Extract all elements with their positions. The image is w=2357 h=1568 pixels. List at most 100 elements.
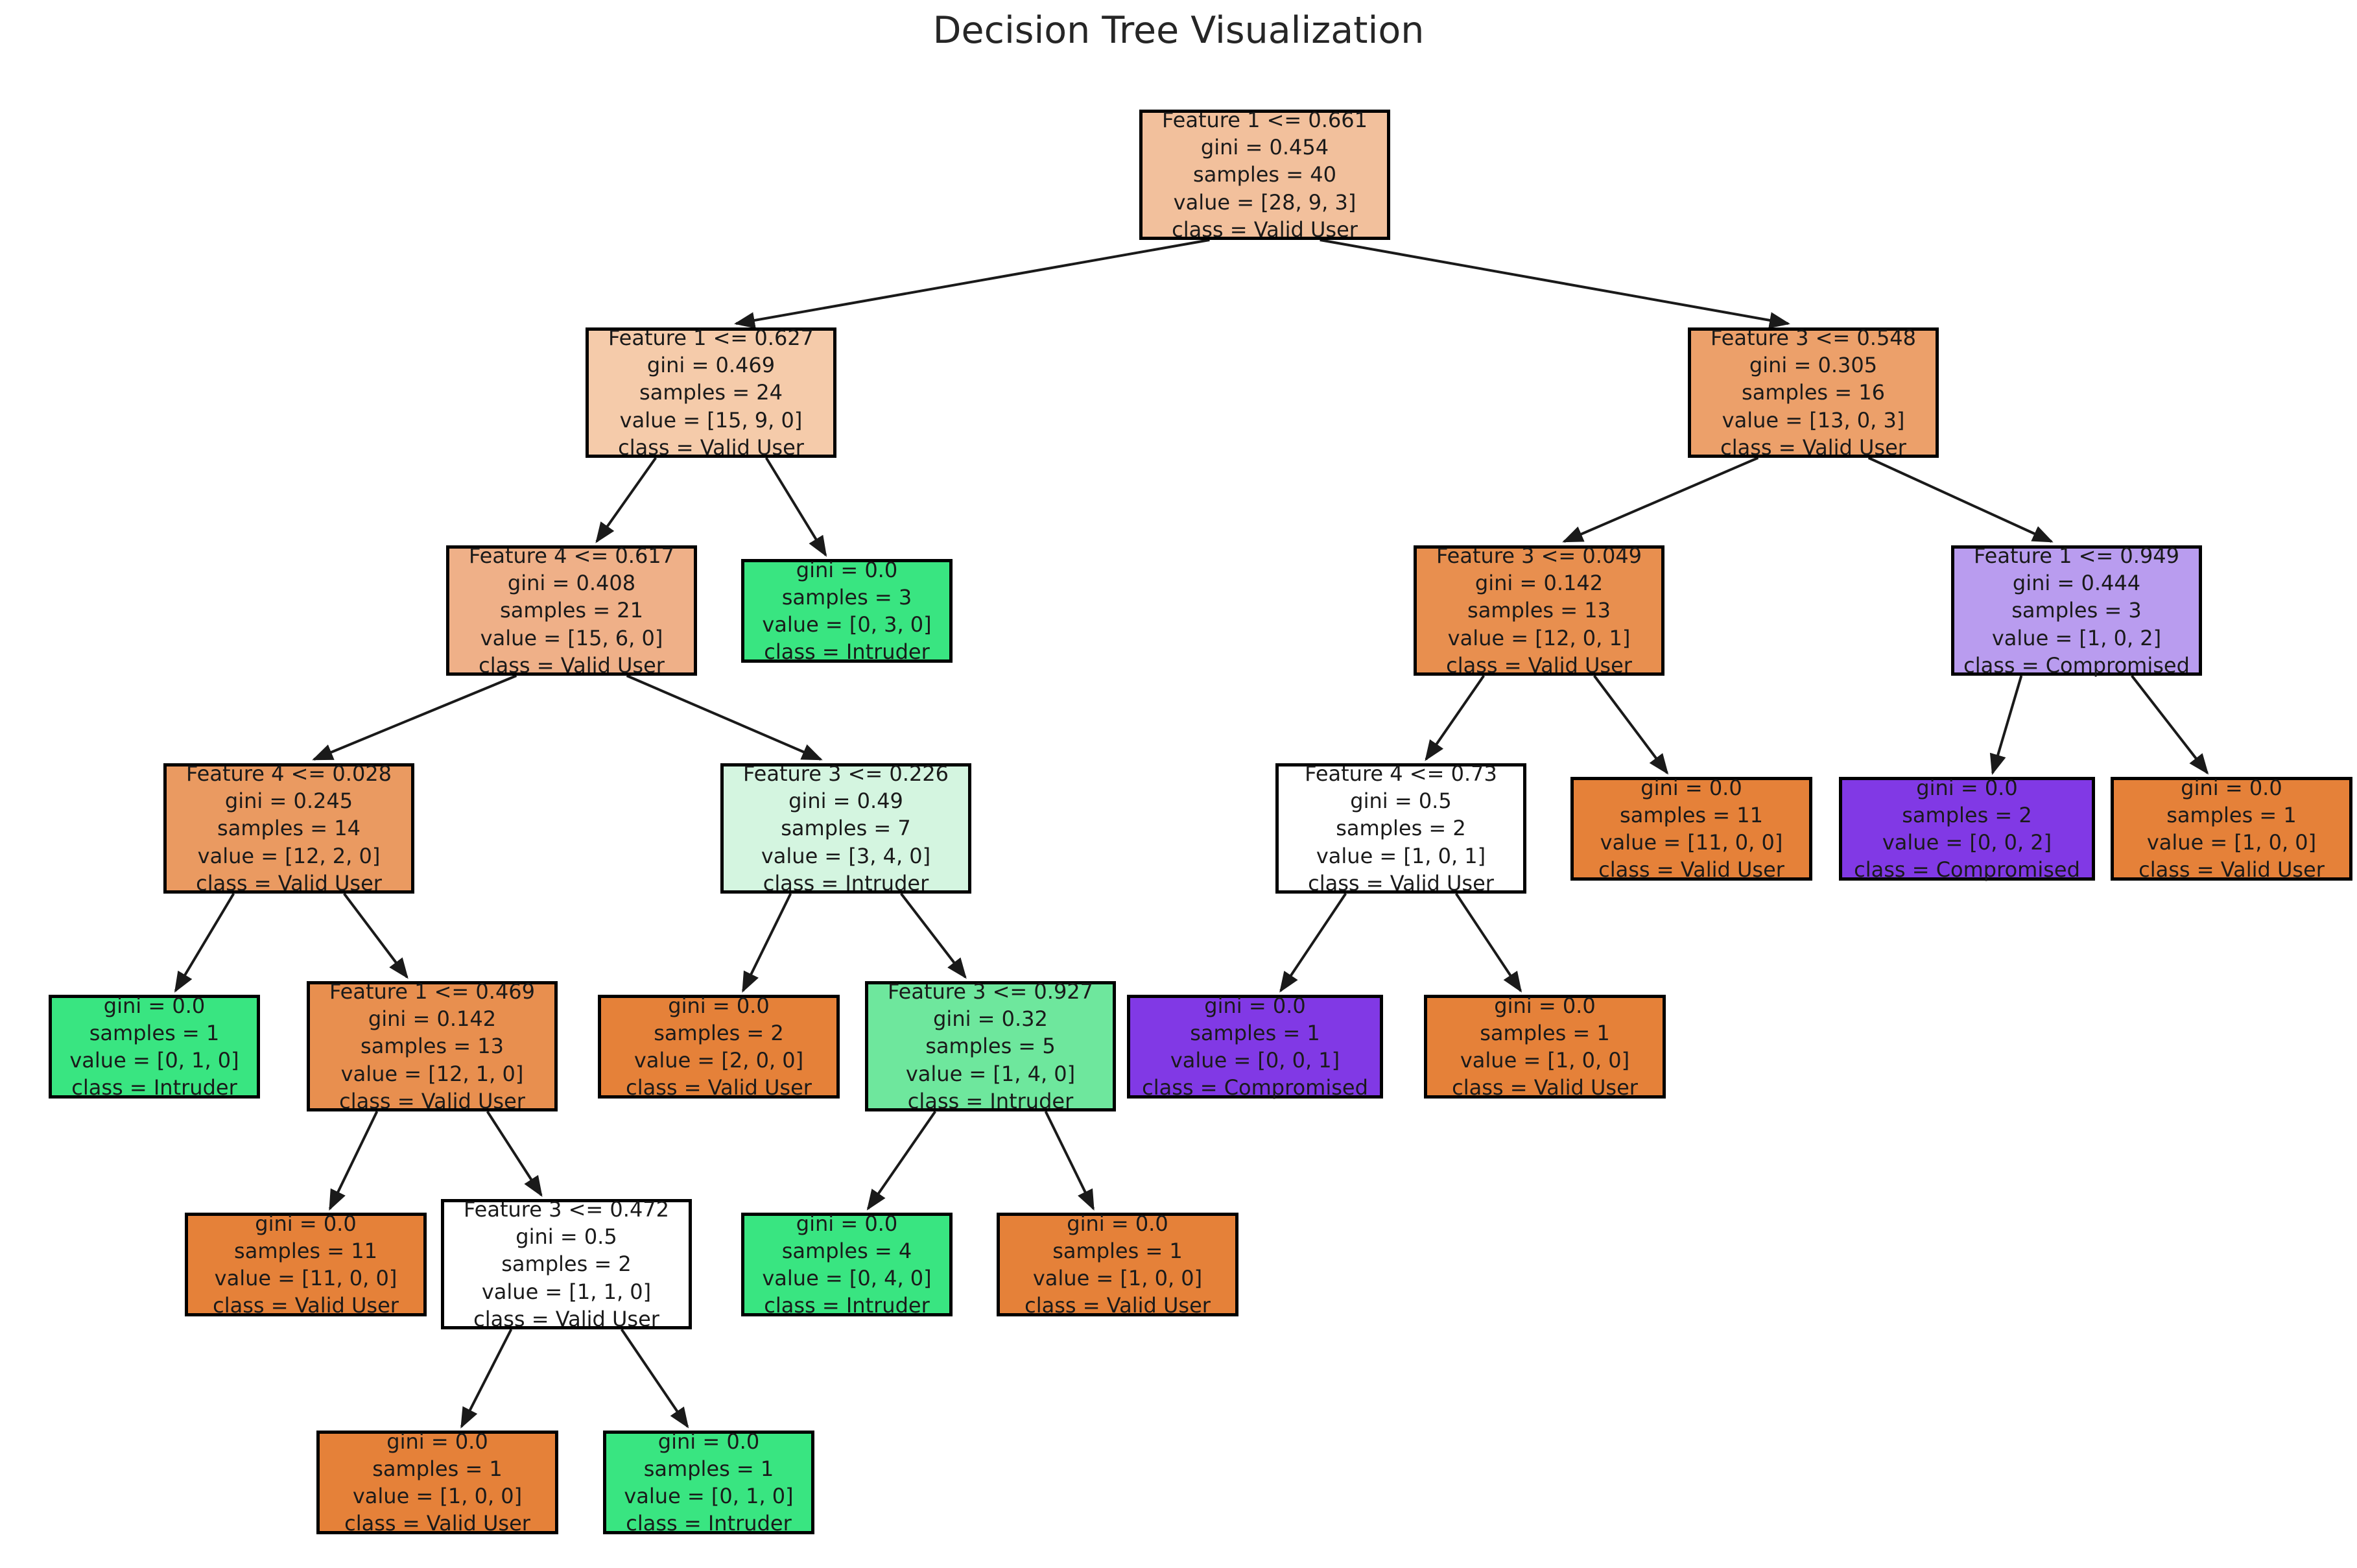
node-value: value = [13, 0, 3] [1722,407,1905,433]
node-samples: samples = 1 [372,1456,503,1481]
node-class: class = Valid User [1308,870,1494,896]
node-condition: Feature 4 <= 0.617 [468,543,675,568]
node-samples: samples = 2 [501,1252,632,1277]
node-samples: samples = 1 [2166,802,2297,827]
node-gini: gini = 0.0 [796,557,898,582]
node-samples: samples = 21 [500,598,643,623]
node-value: value = [0, 3, 0] [762,612,932,637]
node-gini: gini = 0.444 [2012,571,2141,596]
node-gini: gini = 0.0 [657,1429,760,1454]
node-samples: samples = 1 [1052,1238,1183,1263]
node-class: class = Valid User [213,1293,399,1318]
node-value: value = [11, 0, 0] [1600,830,1783,855]
tree-edge [900,892,967,979]
node-condition: Feature 3 <= 0.927 [887,979,1094,1004]
node-value: value = [11, 0, 0] [214,1266,397,1290]
node-condition: Feature 1 <= 0.469 [329,979,536,1004]
node-value: value = [12, 2, 0] [197,843,381,868]
tree-edge [1279,892,1347,993]
node-samples: samples = 14 [217,816,361,841]
node-value: value = [0, 0, 1] [1170,1048,1340,1073]
node-samples: samples = 3 [2011,598,2142,623]
node-class: class = Intruder [764,1293,930,1318]
tree-edge [486,1110,543,1197]
node-class: class = Valid User [1172,217,1358,242]
node-gini: gini = 0.5 [515,1224,617,1250]
node-class: class = Compromised [1854,857,2080,883]
node-samples: samples = 2 [1902,802,2032,827]
node-value: value = [1, 0, 0] [1032,1266,1203,1290]
node-samples: samples = 2 [1336,816,1466,841]
tree-edge [1989,675,2023,776]
node-samples: samples = 11 [1620,802,1763,827]
node-gini: gini = 0.305 [1749,353,1878,378]
node-class: class = Valid User [1452,1075,1638,1100]
node-samples: samples = 13 [361,1034,504,1059]
tree-edge [866,1110,937,1211]
node-class: class = Valid User [1720,434,1906,460]
node-gini: gini = 0.469 [646,353,776,378]
node-samples: samples = 13 [1467,598,1611,623]
node-class: class = Compromised [1142,1075,1368,1100]
tree-edge [1593,674,1669,775]
node-class: class = Valid User [1598,857,1784,883]
node-samples: samples = 5 [925,1034,1056,1059]
tree-edge [2131,674,2209,775]
node-class: class = Valid User [479,652,665,678]
node-gini: gini = 0.49 [788,789,903,814]
node-class: class = Valid User [618,434,804,460]
tree-edge [1320,239,1790,329]
node-gini: gini = 0.408 [507,571,636,596]
node-class: class = Intruder [626,1511,792,1536]
page-title: Decision Tree Visualization [932,9,1425,52]
node-samples: samples = 2 [654,1020,784,1045]
node-value: value = [2, 0, 0] [634,1048,804,1073]
node-class: class = Intruder [71,1075,237,1100]
tree-edge [328,1111,379,1211]
node-class: class = Valid User [339,1088,525,1113]
node-samples: samples = 11 [234,1238,377,1263]
node-value: value = [0, 1, 0] [69,1048,239,1073]
node-class: class = Intruder [763,870,929,896]
node-condition: Feature 1 <= 0.949 [1973,543,2180,568]
node-value: value = [1, 4, 0] [905,1061,1076,1086]
node-condition: Feature 3 <= 0.049 [1436,543,1642,568]
node-gini: gini = 0.142 [368,1006,497,1032]
node-gini: gini = 0.0 [796,1211,898,1236]
node-class: class = Valid User [1446,652,1632,678]
node-value: value = [15, 6, 0] [480,625,663,650]
node-gini: gini = 0.245 [224,789,353,814]
node-gini: gini = 0.5 [1350,789,1452,814]
node-gini: gini = 0.0 [1204,993,1306,1018]
node-gini: gini = 0.32 [933,1006,1048,1032]
node-gini: gini = 0.454 [1200,135,1329,160]
node-gini: gini = 0.0 [255,1211,357,1236]
node-samples: samples = 40 [1193,162,1336,187]
tree-edge [460,1329,513,1429]
node-class: class = Valid User [626,1075,812,1100]
node-gini: gini = 0.0 [386,1429,488,1454]
node-condition: Feature 3 <= 0.226 [742,761,949,786]
node-gini: gini = 0.0 [668,993,770,1018]
node-value: value = [15, 9, 0] [619,407,803,433]
node-class: class = Valid User [473,1306,659,1331]
node-gini: gini = 0.0 [1916,775,2018,800]
tree-edge [174,892,235,993]
node-value: value = [1, 0, 0] [2146,830,2317,855]
tree-edge [742,893,792,993]
node-gini: gini = 0.0 [1067,1211,1168,1236]
tree-edge [312,674,517,761]
